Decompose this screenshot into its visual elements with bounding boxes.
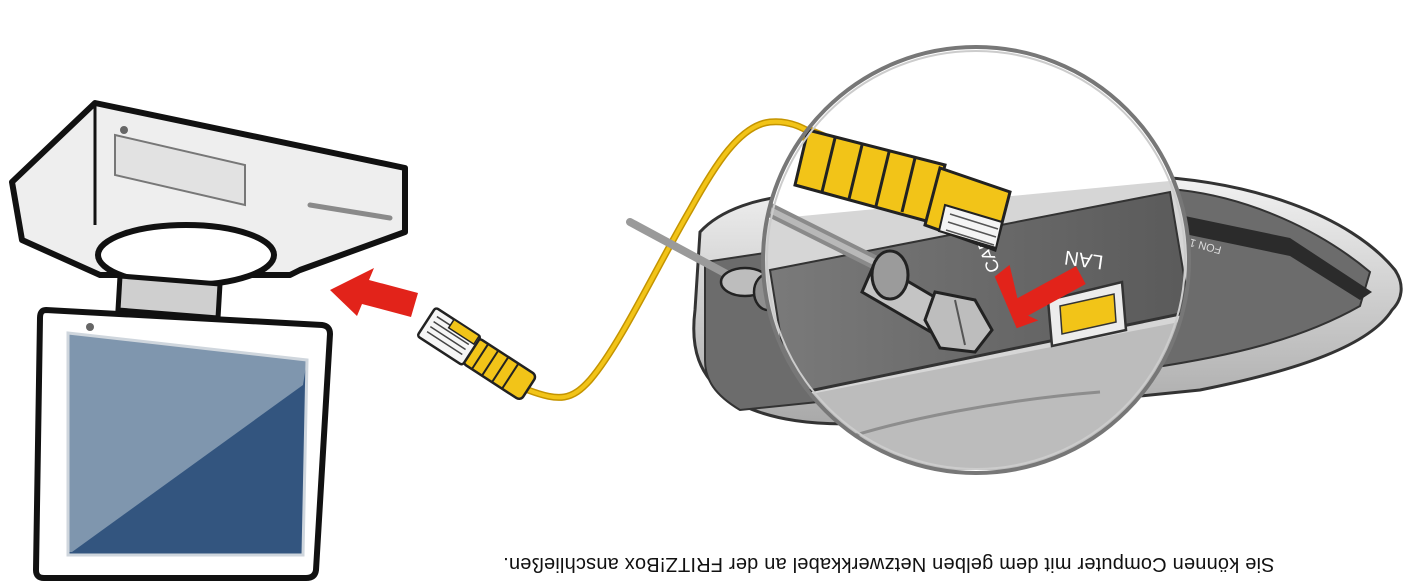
yellow-network-cable: [524, 118, 826, 401]
rj45-plug-left: [417, 307, 537, 401]
lan-label: LAN: [1063, 246, 1105, 273]
insert-arrow-lan: [994, 264, 1086, 329]
lan-port: LAN: [1046, 246, 1128, 348]
computer-monitor: [33, 307, 333, 581]
diagram-caption: Sie können Computer mit dem gelben Netzw…: [503, 553, 1275, 575]
magnified-port-view: LAN CABLE: [761, 45, 1191, 475]
computer-screen: [66, 331, 309, 557]
computer-tower: [9, 100, 408, 321]
insert-arrow-computer: [330, 268, 418, 317]
coax-connector: [763, 168, 994, 354]
computer-illustration: [9, 100, 408, 581]
